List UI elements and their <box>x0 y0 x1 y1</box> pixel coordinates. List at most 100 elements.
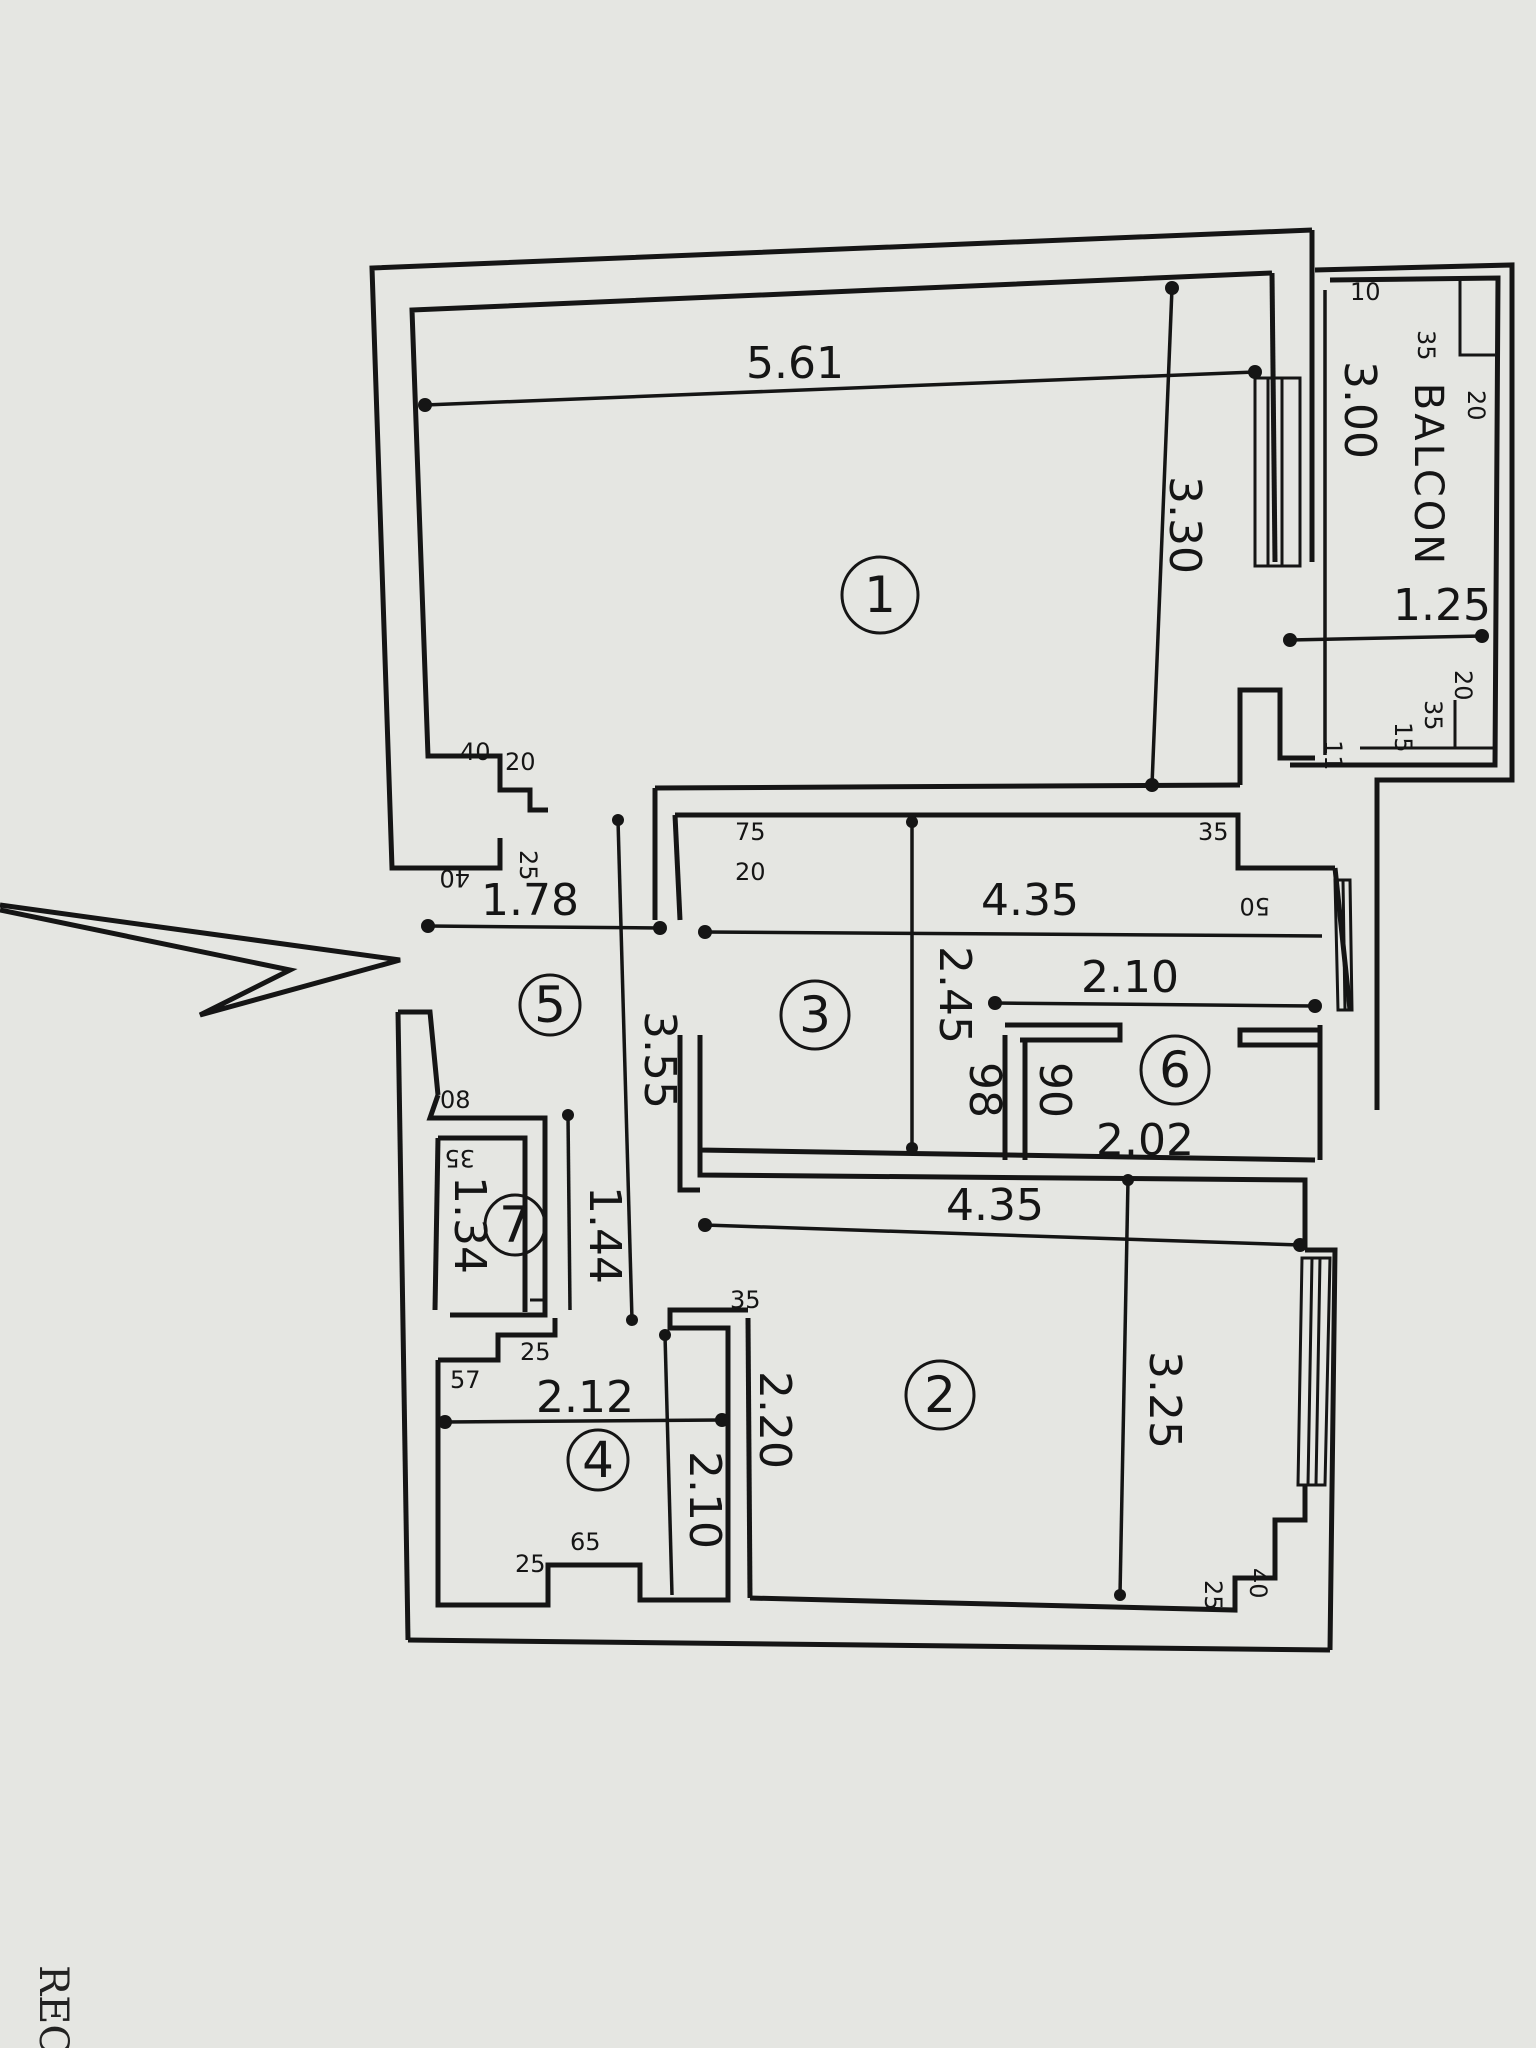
dim-hall-length: 3.55 <box>634 1011 685 1109</box>
room2-bottom-inner <box>749 1485 1308 1613</box>
mark: 50 <box>1239 892 1270 920</box>
window-room3-pane <box>1341 879 1347 1011</box>
dimension-text: 5.61 3.30 3.00 BALCON 1.25 1.78 3.55 4.3… <box>444 338 1491 1549</box>
window-room1-panes <box>1266 378 1284 566</box>
mark: 10 <box>1350 278 1381 306</box>
mark: 08 <box>440 1086 471 1114</box>
mark: 75 <box>735 818 766 846</box>
dim-r7-length: 1.44 <box>579 1186 630 1284</box>
room3-inner-top <box>675 812 1335 871</box>
dim-r6-length-top: 2.10 <box>1081 952 1179 1003</box>
mark: 35 <box>1412 330 1440 361</box>
mark: 35 <box>1419 700 1447 731</box>
mark: 40 <box>439 864 470 892</box>
mark: 20 <box>735 858 766 886</box>
balcony-inner <box>1290 275 1501 768</box>
dim-dot <box>906 816 918 828</box>
balcony-outer <box>1314 262 1515 1110</box>
dim-dot <box>906 1142 918 1154</box>
room-4-number: 4 <box>582 1431 614 1489</box>
niche-wall <box>1237 687 1315 785</box>
dim-r2-length: 4.35 <box>946 1180 1044 1231</box>
dim-dot <box>1283 633 1297 647</box>
dim-dot <box>988 996 1002 1010</box>
wall-room3-room2 <box>697 1150 1308 1250</box>
dimline-r4-width <box>663 1334 674 1596</box>
corridor-wall-jamb <box>430 838 503 871</box>
room-2-label: 2 <box>904 1359 976 1431</box>
balcony-label: BALCON <box>1405 383 1451 567</box>
room-7-label: 7 <box>483 1193 547 1257</box>
room7-inner-left <box>432 1137 441 1311</box>
room-7-number: 7 <box>499 1196 531 1254</box>
page-edge-text: REC <box>30 1965 76 2048</box>
dimline-r6-length <box>994 1001 1316 1008</box>
mark: 25 <box>515 1550 546 1578</box>
room3-door-jamb <box>672 814 683 921</box>
mark: 35 <box>444 1144 475 1172</box>
room-6-label: 6 <box>1139 1034 1211 1106</box>
room-3-number: 3 <box>799 986 831 1044</box>
dim-hall-width: 1.78 <box>481 875 579 926</box>
mark: 15 <box>1389 722 1417 753</box>
dim-r1-length: 5.61 <box>746 338 844 389</box>
mark: 25 <box>514 850 542 881</box>
mark: 20 <box>1449 670 1477 701</box>
dim-dot <box>438 1415 452 1429</box>
mark: 20 <box>505 748 536 776</box>
room4-walls <box>435 1307 731 1608</box>
dimline-balcon-width <box>1289 634 1483 642</box>
window-room3 <box>1333 878 1354 1012</box>
mark: 40 <box>1244 1568 1272 1599</box>
dimline-r4-length <box>444 1418 723 1424</box>
dim-r2-width: 3.25 <box>1139 1351 1190 1449</box>
small-wall-marks: 40 20 25 40 75 20 35 50 10 35 20 20 35 1… <box>439 278 1490 1611</box>
dim-dot <box>562 1109 574 1121</box>
room-2-number: 2 <box>924 1366 956 1424</box>
dim-dot <box>418 398 432 412</box>
outer-wall-bottom <box>407 1637 1331 1653</box>
room4-top-left <box>438 1318 558 1363</box>
mark: 20 <box>1462 390 1490 421</box>
dim-dot <box>698 925 712 939</box>
dim-dot <box>1293 1238 1307 1252</box>
dim-dot <box>715 1413 729 1427</box>
room-1-number: 1 <box>864 566 896 624</box>
room7-walls <box>426 1094 548 1318</box>
room-labels: 1 2 3 4 5 6 7 <box>483 555 1211 1492</box>
room-6-number: 6 <box>1159 1041 1191 1099</box>
dim-r4-length: 2.12 <box>536 1372 634 1423</box>
mark: 40 <box>460 738 491 766</box>
inner-wall-room1-right <box>1269 272 1278 563</box>
hall-wall-segment <box>677 1035 700 1193</box>
dim-dot <box>626 1314 638 1326</box>
dim-r7-width: 1.34 <box>444 1176 495 1274</box>
dim-balcon-length: 3.00 <box>1334 361 1385 459</box>
room-3-label: 3 <box>779 979 851 1051</box>
dimension-lines <box>418 281 1489 1601</box>
mark: 25 <box>520 1338 551 1366</box>
dim-r6-width: 90 <box>1029 1062 1080 1118</box>
dim-dot <box>659 1329 671 1341</box>
dimline-r3-length <box>704 930 1323 938</box>
mark: 65 <box>570 1528 601 1556</box>
room-5-label: 5 <box>518 973 582 1037</box>
wall-room4-room2 <box>745 1317 753 1599</box>
wall-room1-room3 <box>654 782 1241 791</box>
entry-arrow <box>0 902 401 1018</box>
dim-dot <box>612 814 624 826</box>
window-room1 <box>1253 376 1302 568</box>
dimline-r7-length <box>566 1114 572 1311</box>
dim-r4-wall: 2.20 <box>749 1371 800 1469</box>
mark: 11 <box>1319 740 1347 771</box>
room-4-label: 4 <box>566 1428 630 1492</box>
dim-balcon-width: 1.25 <box>1393 580 1491 631</box>
dim-r3-width: 2.45 <box>929 946 980 1044</box>
mark: 35 <box>1198 818 1229 846</box>
dim-dot <box>1308 999 1322 1013</box>
dim-dot <box>653 921 667 935</box>
east-wall-room2 <box>1305 1247 1338 1651</box>
dim-r3-length: 4.35 <box>981 875 1079 926</box>
dim-dot <box>421 919 435 933</box>
